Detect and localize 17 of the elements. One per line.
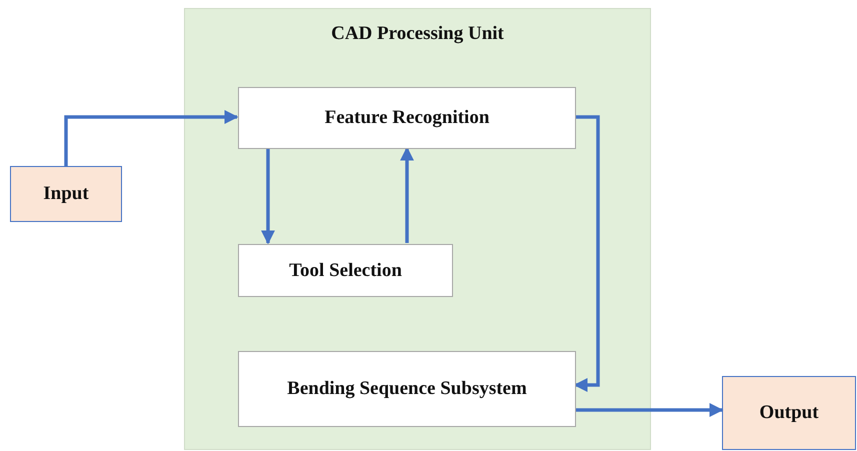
box-label: Output — [759, 402, 819, 424]
io-box — [10, 166, 122, 222]
box-label: Tool Selection — [289, 260, 402, 282]
process-box — [238, 244, 453, 297]
process-box — [238, 87, 576, 149]
arrow — [575, 403, 724, 417]
arrow — [574, 115, 600, 392]
io-box — [722, 376, 856, 450]
arrow — [400, 146, 414, 243]
panel-title: CAD Processing Unit — [331, 23, 504, 45]
arrow — [64, 110, 238, 166]
box-label: Bending Sequence Subsystem — [287, 378, 527, 400]
box-label: Feature Recognition — [324, 107, 490, 129]
arrow — [261, 148, 275, 244]
process-box — [238, 351, 576, 427]
processing-unit-panel — [184, 8, 651, 450]
box-label: Input — [43, 183, 89, 205]
